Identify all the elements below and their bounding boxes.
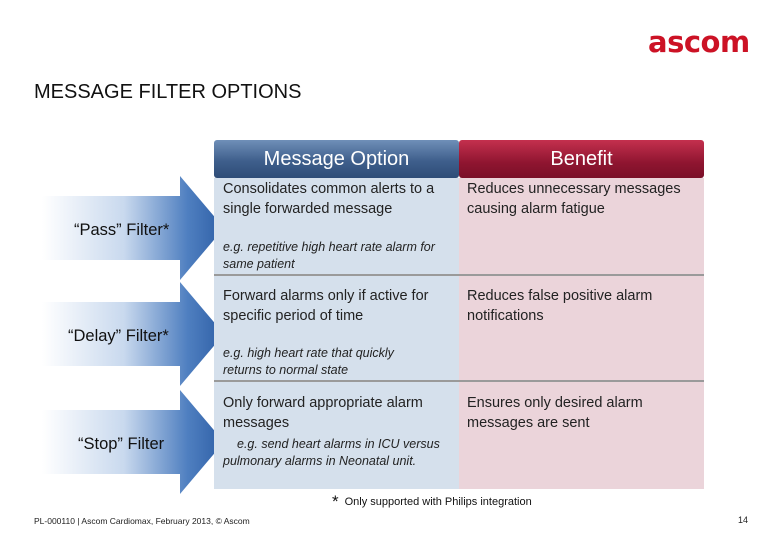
filter-label-stop: “Stop” Filter — [78, 435, 165, 453]
filter-label-pass: “Pass” Filter* — [74, 221, 170, 239]
page-title: MESSAGE FILTER OPTIONS — [34, 81, 302, 103]
benefit-text-pass: Reduces unnecessary messages causing ala… — [467, 181, 681, 217]
option-text-delay: Forward alarms only if active for specif… — [223, 288, 429, 324]
row-divider — [214, 274, 704, 276]
example-text-delay: e.g. high heart rate that quickly return… — [223, 346, 394, 377]
footnote-marker: * — [332, 492, 339, 511]
filter-options-table: Message Option Benefit Consolidates comm… — [214, 140, 704, 489]
page-number: 14 — [738, 515, 749, 525]
option-text-stop: Only forward appropriate alarm messages — [223, 395, 423, 431]
arrow-pass-filter — [42, 176, 224, 280]
arrow-delay-filter — [42, 282, 224, 386]
benefit-text-stop: Ensures only desired alarm messages are … — [467, 395, 643, 431]
option-column — [214, 178, 459, 489]
ascom-logo: ascom — [648, 25, 750, 59]
example-text-pass: e.g. repetitive high heart rate alarm fo… — [223, 240, 435, 271]
benefit-column — [459, 178, 704, 489]
header-message-option: Message Option — [214, 140, 459, 178]
row-divider — [214, 380, 704, 382]
footnote-text: Only supported with Philips integration — [344, 496, 532, 508]
arrow-stop-filter — [42, 390, 224, 494]
header-benefit: Benefit — [459, 140, 704, 178]
footer-text: PL-000110 | Ascom Cardiomax, February 20… — [34, 516, 250, 526]
benefit-text-delay: Reduces false positive alarm notificatio… — [467, 288, 653, 324]
example-text-stop: e.g. send heart alarms in ICU versus pul… — [223, 437, 440, 468]
footnote: * Only supported with Philips integration — [332, 492, 532, 512]
filter-label-delay: “Delay” Filter* — [68, 327, 169, 345]
option-text-pass: Consolidates common alerts to a single f… — [223, 181, 435, 217]
